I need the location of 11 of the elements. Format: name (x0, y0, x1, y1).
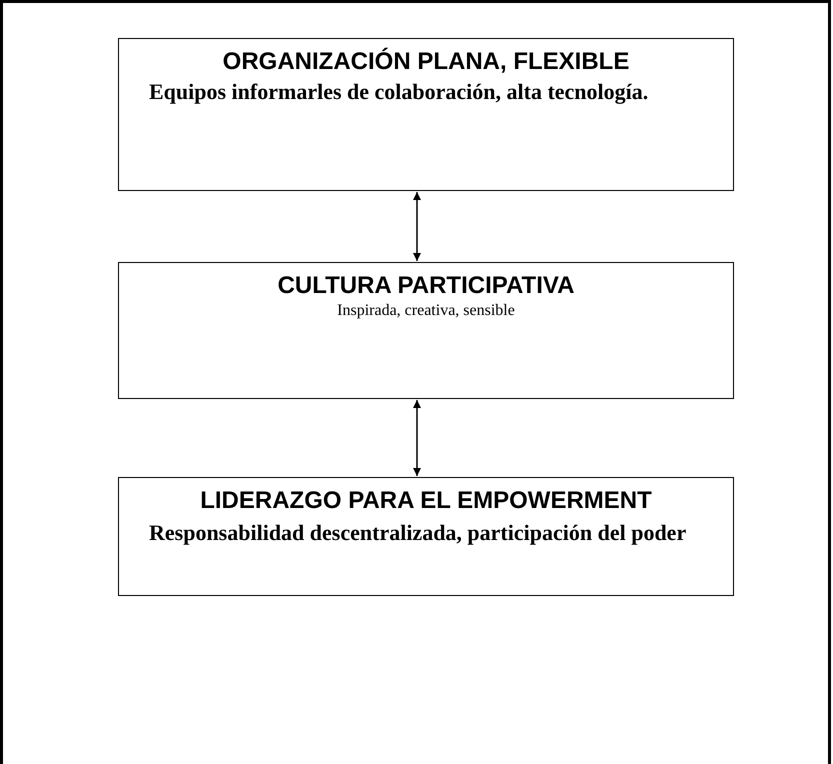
double-arrow (413, 400, 421, 476)
box-heading: LIDERAZGO PARA EL EMPOWERMENT (199, 486, 653, 516)
process-box (118, 477, 734, 596)
box-description: Equipos informarles de colaboración, alta tecnología. (149, 78, 650, 106)
process-box (118, 38, 734, 191)
box-description: Responsabilidad descentralizada, participación del poder (149, 519, 688, 547)
process-box (118, 262, 734, 399)
double-arrow (413, 192, 421, 261)
box-description: Inspirada, creativa, sensible (336, 301, 516, 321)
box-heading: CULTURA PARTICIPATIVA (276, 271, 576, 301)
box-heading: ORGANIZACIÓN PLANA, FLEXIBLE (222, 47, 630, 77)
